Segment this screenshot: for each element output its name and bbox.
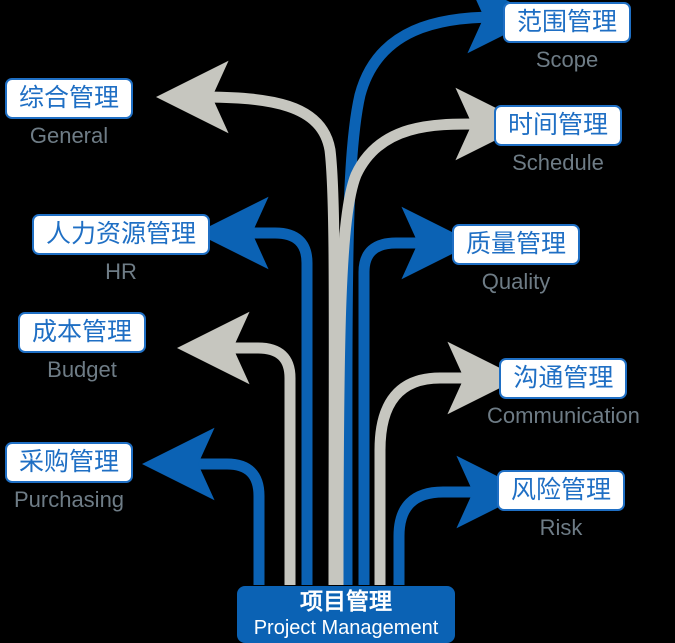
branch-box-schedule[interactable]: 时间管理 bbox=[494, 105, 623, 146]
root-label-cn: 项目管理 bbox=[300, 589, 392, 615]
connector-scope bbox=[341, 0, 541, 586]
connector-general bbox=[155, 60, 340, 586]
branch-box-communication[interactable]: 沟通管理 bbox=[499, 358, 628, 399]
branch-label-en-quality: Quality bbox=[481, 269, 551, 294]
branch-box-quality[interactable]: 质量管理 bbox=[452, 224, 581, 265]
branch-label-en-communication: Communication bbox=[487, 403, 640, 428]
branch-label-cn-purchasing: 采购管理 bbox=[19, 447, 120, 476]
branch-label-cn-hr: 人力资源管理 bbox=[46, 219, 197, 248]
branch-label-cn-quality: 质量管理 bbox=[466, 229, 567, 258]
connector-quality bbox=[358, 206, 475, 585]
connector-budget bbox=[176, 311, 296, 585]
connector-schedule bbox=[332, 87, 529, 586]
branch-label-cn-general: 综合管理 bbox=[19, 83, 120, 112]
branch-label-en-purchasing: Purchasing bbox=[13, 487, 125, 512]
root-node-project-management[interactable]: 项目管理 Project Management bbox=[237, 586, 455, 643]
branch-box-risk[interactable]: 风险管理 bbox=[497, 470, 626, 511]
branch-label-en-scope: Scope bbox=[535, 47, 599, 72]
branch-node-risk[interactable]: 风险管理 Risk bbox=[497, 470, 626, 541]
branch-node-quality[interactable]: 质量管理 Quality bbox=[452, 224, 581, 295]
branch-label-en-hr: HR bbox=[105, 259, 137, 284]
branch-node-budget[interactable]: 成本管理 Budget bbox=[18, 312, 147, 383]
branch-label-en-schedule: Schedule bbox=[512, 150, 604, 175]
branch-label-cn-budget: 成本管理 bbox=[32, 317, 133, 346]
connector-risk bbox=[393, 455, 530, 585]
branch-box-budget[interactable]: 成本管理 bbox=[18, 312, 147, 353]
branch-label-en-risk: Risk bbox=[539, 515, 583, 540]
branch-box-hr[interactable]: 人力资源管理 bbox=[32, 214, 211, 255]
branch-node-hr[interactable]: 人力资源管理 HR bbox=[32, 214, 211, 285]
branch-box-general[interactable]: 综合管理 bbox=[5, 78, 134, 119]
branch-label-cn-schedule: 时间管理 bbox=[508, 110, 609, 139]
branch-label-cn-communication: 沟通管理 bbox=[513, 363, 614, 392]
connector-purchasing bbox=[141, 427, 265, 585]
branch-node-general[interactable]: 综合管理 General bbox=[5, 78, 134, 149]
branch-box-purchasing[interactable]: 采购管理 bbox=[5, 442, 134, 483]
branch-label-en-budget: Budget bbox=[47, 357, 117, 382]
branch-node-schedule[interactable]: 时间管理 Schedule bbox=[494, 105, 623, 176]
connector-communication bbox=[374, 341, 521, 585]
branch-node-communication[interactable]: 沟通管理 Communication bbox=[487, 358, 640, 429]
branch-label-cn-risk: 风险管理 bbox=[511, 475, 612, 504]
branch-label-cn-scope: 范围管理 bbox=[517, 7, 618, 36]
branch-label-en-general: General bbox=[29, 123, 109, 148]
root-label-en: Project Management bbox=[253, 617, 439, 639]
branch-node-purchasing[interactable]: 采购管理 Purchasing bbox=[5, 442, 134, 513]
connector-hr bbox=[195, 196, 313, 585]
branch-node-scope[interactable]: 范围管理 Scope bbox=[503, 2, 632, 73]
branch-box-scope[interactable]: 范围管理 bbox=[503, 2, 632, 43]
